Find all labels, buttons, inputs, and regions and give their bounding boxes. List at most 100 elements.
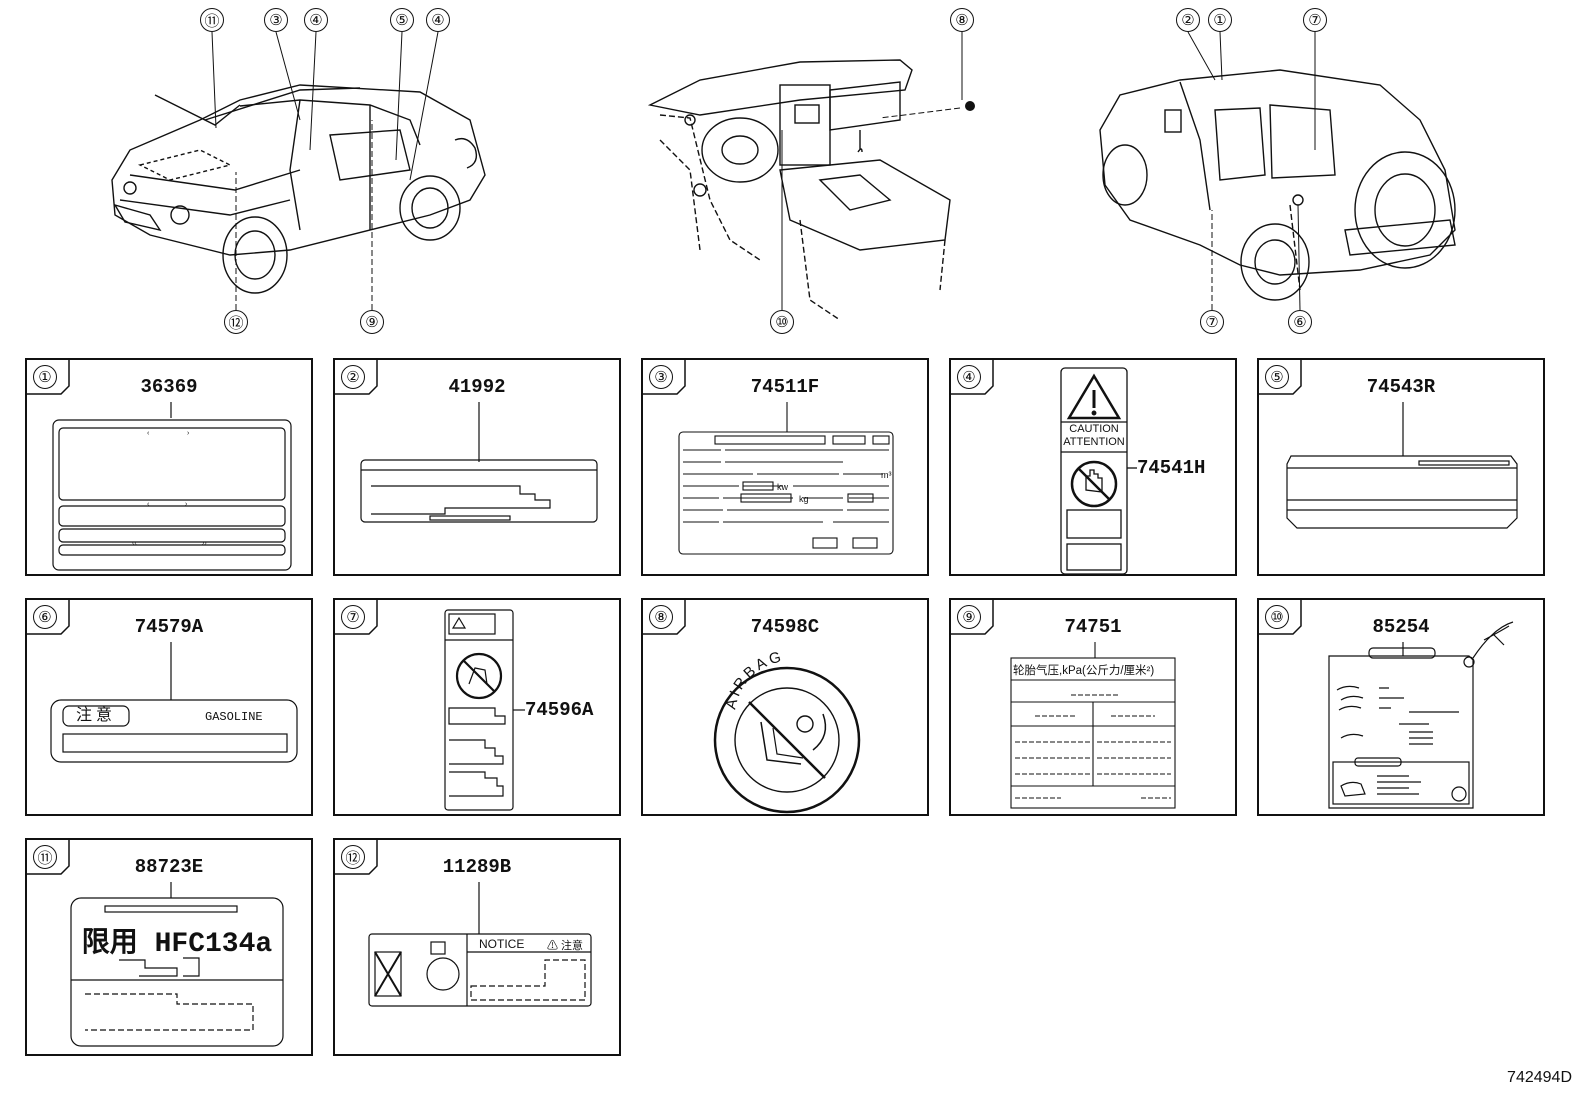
part-number: 11289B bbox=[442, 856, 512, 878]
callout-5-top: ⑤ bbox=[390, 8, 414, 32]
panel-label-1: ① 36369 ‹ › ‹ › ‹‹ ›› bbox=[25, 358, 313, 576]
airbag-text: AIRBAG bbox=[722, 648, 785, 711]
label-74598C-drawing: AIRBAG bbox=[713, 648, 861, 814]
panel-label-11: ⑪ 88723E 限用 HFC134a bbox=[25, 838, 313, 1056]
notice-text: NOTICE bbox=[479, 937, 525, 951]
part-number: 74596A bbox=[525, 699, 594, 721]
callout-3-top: ③ bbox=[264, 8, 288, 32]
figure-reference: 742494D bbox=[1507, 1069, 1572, 1086]
panel-label-7: ⑦ 74596A bbox=[333, 598, 621, 816]
dashboard-leaders bbox=[781, 32, 963, 310]
callout-7b-bottom: ⑦ bbox=[1200, 310, 1224, 334]
panel-number-tab: ③ bbox=[641, 358, 687, 396]
rear-vehicle-drawing bbox=[1099, 69, 1456, 301]
part-number: 74598C bbox=[750, 616, 820, 638]
panel-label-6: ⑥ 74579A 注意 GASOLINE bbox=[25, 598, 313, 816]
part-number: 74511F bbox=[750, 376, 820, 398]
panel-number-tab: ④ bbox=[949, 358, 995, 396]
panel-number-tab: ⑨ bbox=[949, 598, 995, 636]
label-85254-drawing bbox=[1328, 621, 1514, 809]
notice-jp-text: ⚠ 注意 bbox=[547, 940, 584, 952]
callout-4a-top: ④ bbox=[304, 8, 328, 32]
panel-number-tab: ⑥ bbox=[25, 598, 71, 636]
panel-number: ④ bbox=[957, 365, 981, 389]
svg-text:‹: ‹ bbox=[147, 501, 150, 508]
panel-label-2: ② 41992 bbox=[333, 358, 621, 576]
attention-text: ATTENTION bbox=[1063, 436, 1125, 448]
label-41992-drawing bbox=[360, 402, 598, 523]
label-74579A-drawing bbox=[50, 642, 298, 763]
part-number: 74751 bbox=[1064, 616, 1122, 638]
panel-number-tab: ① bbox=[25, 358, 71, 396]
part-number: 36369 bbox=[140, 376, 198, 398]
panel-number: ⑨ bbox=[957, 605, 981, 629]
panel-number: ⑧ bbox=[649, 605, 673, 629]
m3-unit: m³ bbox=[881, 470, 892, 480]
caution-text: CAUTION bbox=[1069, 423, 1119, 435]
rear-leaders bbox=[1187, 31, 1316, 311]
label-11289B-drawing bbox=[368, 882, 592, 1007]
panel-number: ⑩ bbox=[1265, 605, 1289, 629]
part-number: 41992 bbox=[448, 376, 506, 398]
callout-2-top: ② bbox=[1176, 8, 1200, 32]
panel-number: ⑫ bbox=[341, 845, 365, 869]
panel-number-tab: ⑤ bbox=[1257, 358, 1303, 396]
panel-number-tab: ② bbox=[333, 358, 379, 396]
callout-10-bottom: ⑩ bbox=[770, 310, 794, 334]
front-leaders bbox=[211, 31, 439, 310]
panel-label-9: ⑨ 74751 轮胎气压,kPa(公斤力/厘米²) bbox=[949, 598, 1237, 816]
callout-4b-top: ④ bbox=[426, 8, 450, 32]
callout-6-bottom: ⑥ bbox=[1288, 310, 1312, 334]
label-74511F-drawing: kw kg m³ bbox=[678, 402, 894, 555]
part-number: 88723E bbox=[134, 856, 204, 878]
callout-7a-top: ⑦ bbox=[1303, 8, 1327, 32]
panel-label-10: ⑩ 85254 bbox=[1257, 598, 1545, 816]
svg-text:›: › bbox=[185, 501, 188, 508]
part-number: 74579A bbox=[134, 616, 204, 638]
label-74596A-drawing bbox=[444, 609, 525, 811]
svg-text:›: › bbox=[187, 430, 190, 437]
panel-number: ⑦ bbox=[341, 605, 365, 629]
vehicle-illustrations: ⑪ ③ ④ ⑤ ④ ⑧ ② ① ⑦ ⑫ ⑨ ⑩ ⑦ ⑥ bbox=[0, 0, 1592, 350]
callout-1-top: ① bbox=[1208, 8, 1232, 32]
panel-label-12: ⑫ 11289B NOTICE ⚠ 注意 bbox=[333, 838, 621, 1056]
label-74751-drawing bbox=[1010, 642, 1176, 809]
panel-number: ⑥ bbox=[33, 605, 57, 629]
vehicle-line-art bbox=[111, 31, 1456, 321]
callout-11-top: ⑪ bbox=[200, 8, 224, 32]
panel-number-tab: ⑧ bbox=[641, 598, 687, 636]
callout-9-bottom: ⑨ bbox=[360, 310, 384, 334]
panel-number-tab: ⑫ bbox=[333, 838, 379, 876]
part-number: 74541H bbox=[1137, 457, 1206, 479]
chuui-text: 注意 bbox=[75, 707, 116, 724]
kg-unit: kg bbox=[799, 494, 809, 504]
label-36369-drawing: ‹ › ‹ › ‹‹ ›› bbox=[52, 402, 292, 571]
label-88723E-drawing bbox=[70, 882, 284, 1047]
front-vehicle-drawing bbox=[111, 84, 486, 294]
panel-label-5: ⑤ 74543R bbox=[1257, 358, 1545, 576]
hfc134a-text: 限用 HFC134a bbox=[81, 929, 273, 960]
panel-number: ③ bbox=[649, 365, 673, 389]
panel-number: ⑤ bbox=[1265, 365, 1289, 389]
label-74541H-drawing bbox=[1060, 367, 1137, 575]
part-number: 74543R bbox=[1366, 376, 1436, 398]
svg-text:‹: ‹ bbox=[147, 430, 150, 437]
panel-number: ① bbox=[33, 365, 57, 389]
panel-label-3: ③ 74511F kw kg m³ bbox=[641, 358, 929, 576]
kw-unit: kw bbox=[777, 482, 789, 492]
panel-number-tab: ⑦ bbox=[333, 598, 379, 636]
gasoline-text: GASOLINE bbox=[205, 710, 263, 724]
tire-pressure-text: 轮胎气压,kPa(公斤力/厘米²) bbox=[1013, 665, 1155, 677]
panel-number: ⑪ bbox=[33, 845, 57, 869]
panel-label-4: ④ CAUTION ATTENTION 74541H bbox=[949, 358, 1237, 576]
label-8-marker bbox=[965, 101, 975, 111]
svg-text:‹‹: ‹‹ bbox=[132, 540, 137, 547]
callout-12-bottom: ⑫ bbox=[224, 310, 248, 334]
panel-label-8: ⑧ 74598C AIRBAG bbox=[641, 598, 929, 816]
dashboard-drawing bbox=[647, 59, 951, 321]
svg-text:››: ›› bbox=[202, 540, 207, 547]
label-74543R-drawing bbox=[1286, 402, 1518, 529]
panel-number-tab: ⑪ bbox=[25, 838, 71, 876]
callout-8-top: ⑧ bbox=[950, 8, 974, 32]
panel-number: ② bbox=[341, 365, 365, 389]
